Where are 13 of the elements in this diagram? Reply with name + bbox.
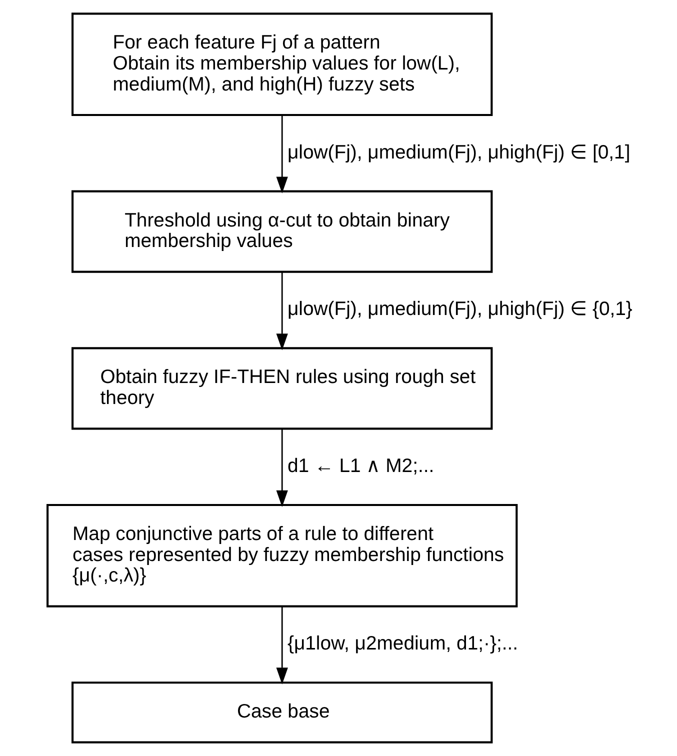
edge-label: μlow(Fj), μmedium(Fj), μhigh(Fj) ∈ {0,1} xyxy=(286,298,632,320)
arrow xyxy=(276,428,288,508)
arrow xyxy=(276,115,288,194)
node-box: Obtain fuzzy IF-THEN rules using rough set theory xyxy=(71,347,492,430)
node-box: Map conjunctive parts of a rule to different cases represented by fuzzy membership functions {μ(·,c,λ)} xyxy=(46,504,518,608)
edge-label: d1 ← L1 ∧ M2;... xyxy=(286,454,434,477)
arrow xyxy=(276,606,288,684)
edge-label: {μ1low, μ2medium, d1;·};... xyxy=(286,632,518,655)
edge-label: μlow(Fj), μmedium(Fj), μhigh(Fj) ∈ [0,1] xyxy=(286,141,630,164)
node-box: Case base xyxy=(71,682,492,744)
node-box: Threshold using α-cut to obtain binary membership values xyxy=(71,190,492,273)
arrow xyxy=(276,272,288,350)
node-box: For each feature Fj of a pattern Obtain its membership values for low(L), medium(M), and high(H) fuzzy sets xyxy=(71,12,492,116)
